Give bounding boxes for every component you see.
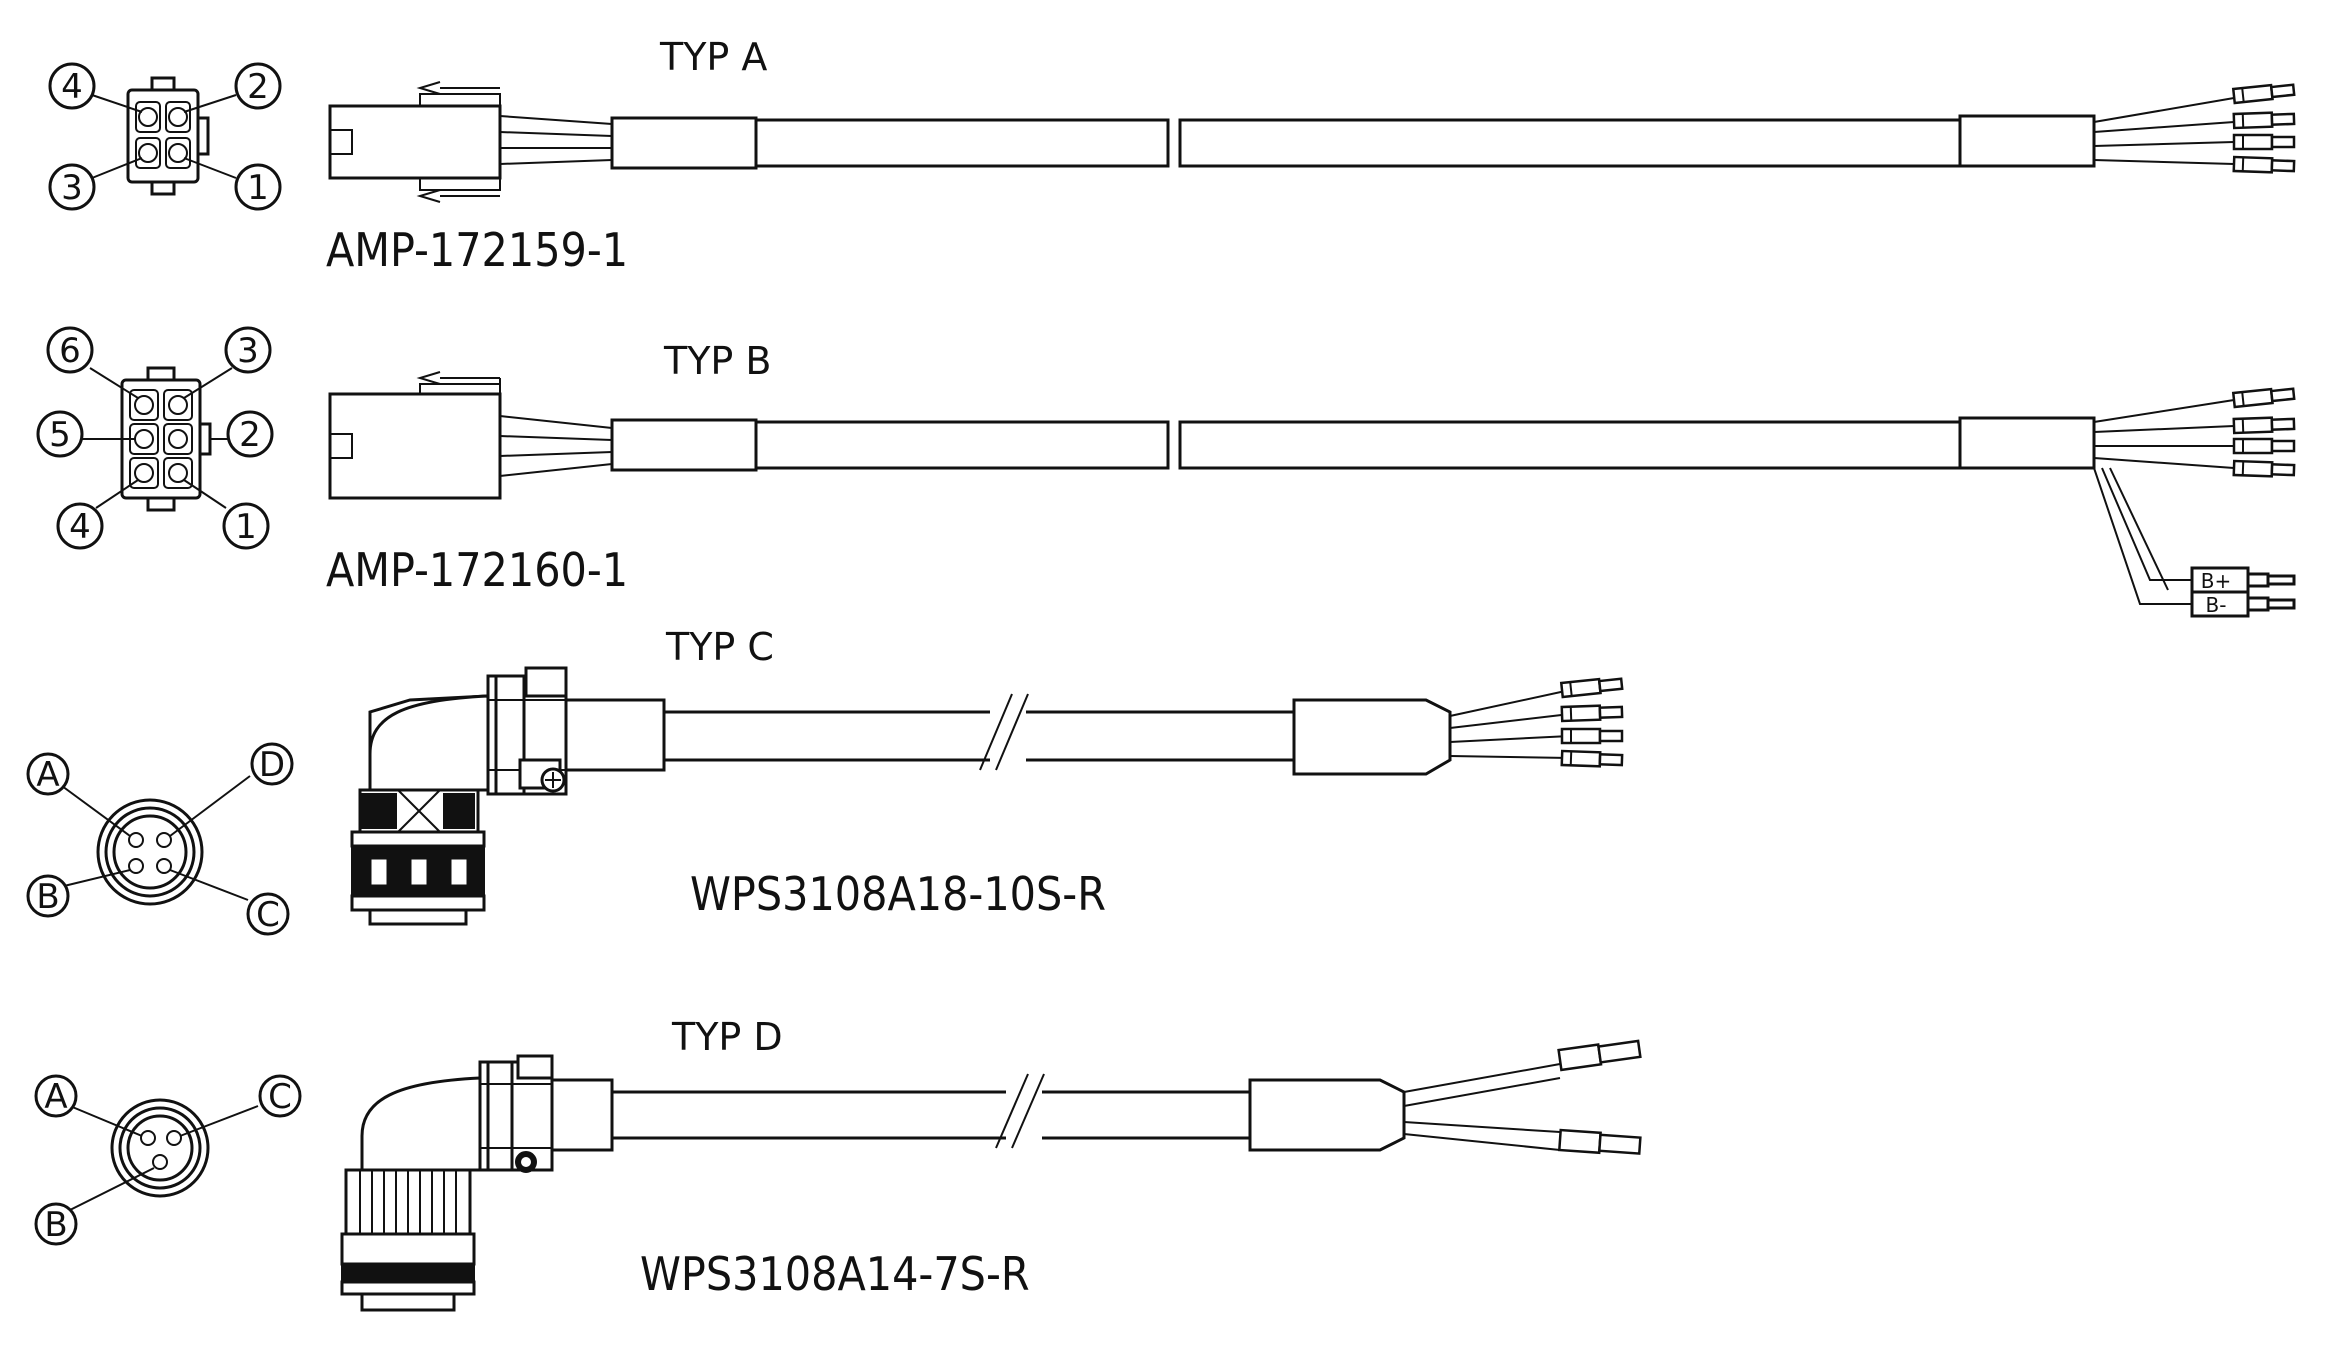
pin-label: A xyxy=(36,755,59,795)
type-d-group: A C B xyxy=(34,1015,1642,1312)
pin-label: 6 xyxy=(59,331,81,371)
type-a-group: 4 2 3 1 TYP A xyxy=(48,35,2296,277)
pin-label: 2 xyxy=(239,415,261,455)
pin-label: B xyxy=(36,877,59,917)
type-d-title: TYP D xyxy=(671,1015,783,1059)
type-c-connector xyxy=(350,666,666,926)
type-a-pinout: 4 2 3 1 xyxy=(48,62,282,211)
type-c-group: A D B C xyxy=(26,625,1624,936)
pin-label: 1 xyxy=(247,168,269,208)
type-d-connector xyxy=(340,1054,614,1312)
pin-label: 4 xyxy=(69,507,91,547)
pin-label: 3 xyxy=(61,168,83,208)
type-b-group: 6 3 5 2 4 1 xyxy=(36,326,2296,618)
type-b-title: TYP B xyxy=(663,339,772,383)
pin-label: 2 xyxy=(247,67,269,107)
pin-label: 3 xyxy=(237,331,259,371)
type-d-part-number: WPS3108A14-7S-R xyxy=(640,1247,1030,1301)
type-c-pinout: A D B C xyxy=(26,742,294,936)
pin-label: 5 xyxy=(49,415,71,455)
pin-label: 4 xyxy=(61,67,83,107)
pin-label: C xyxy=(256,895,280,935)
b-plus-label: B+ xyxy=(2201,569,2231,593)
pin-label: C xyxy=(268,1077,292,1117)
pin-label: B xyxy=(44,1205,67,1245)
pin-label: D xyxy=(259,745,285,785)
type-b-part-number: AMP-172160-1 xyxy=(326,543,628,597)
type-a-connector xyxy=(328,81,502,203)
type-c-part-number: WPS3108A18-10S-R xyxy=(690,867,1106,921)
pin-label: 1 xyxy=(235,507,257,547)
type-d-pinout: A C B xyxy=(34,1074,302,1246)
type-a-title: TYP A xyxy=(659,35,767,79)
type-b-connector xyxy=(328,371,502,500)
type-c-title: TYP C xyxy=(665,625,774,669)
type-b-pinout: 6 3 5 2 4 1 xyxy=(36,326,274,550)
b-minus-label: B- xyxy=(2206,593,2227,617)
type-a-part-number: AMP-172159-1 xyxy=(326,223,628,277)
pin-label: A xyxy=(44,1077,67,1117)
